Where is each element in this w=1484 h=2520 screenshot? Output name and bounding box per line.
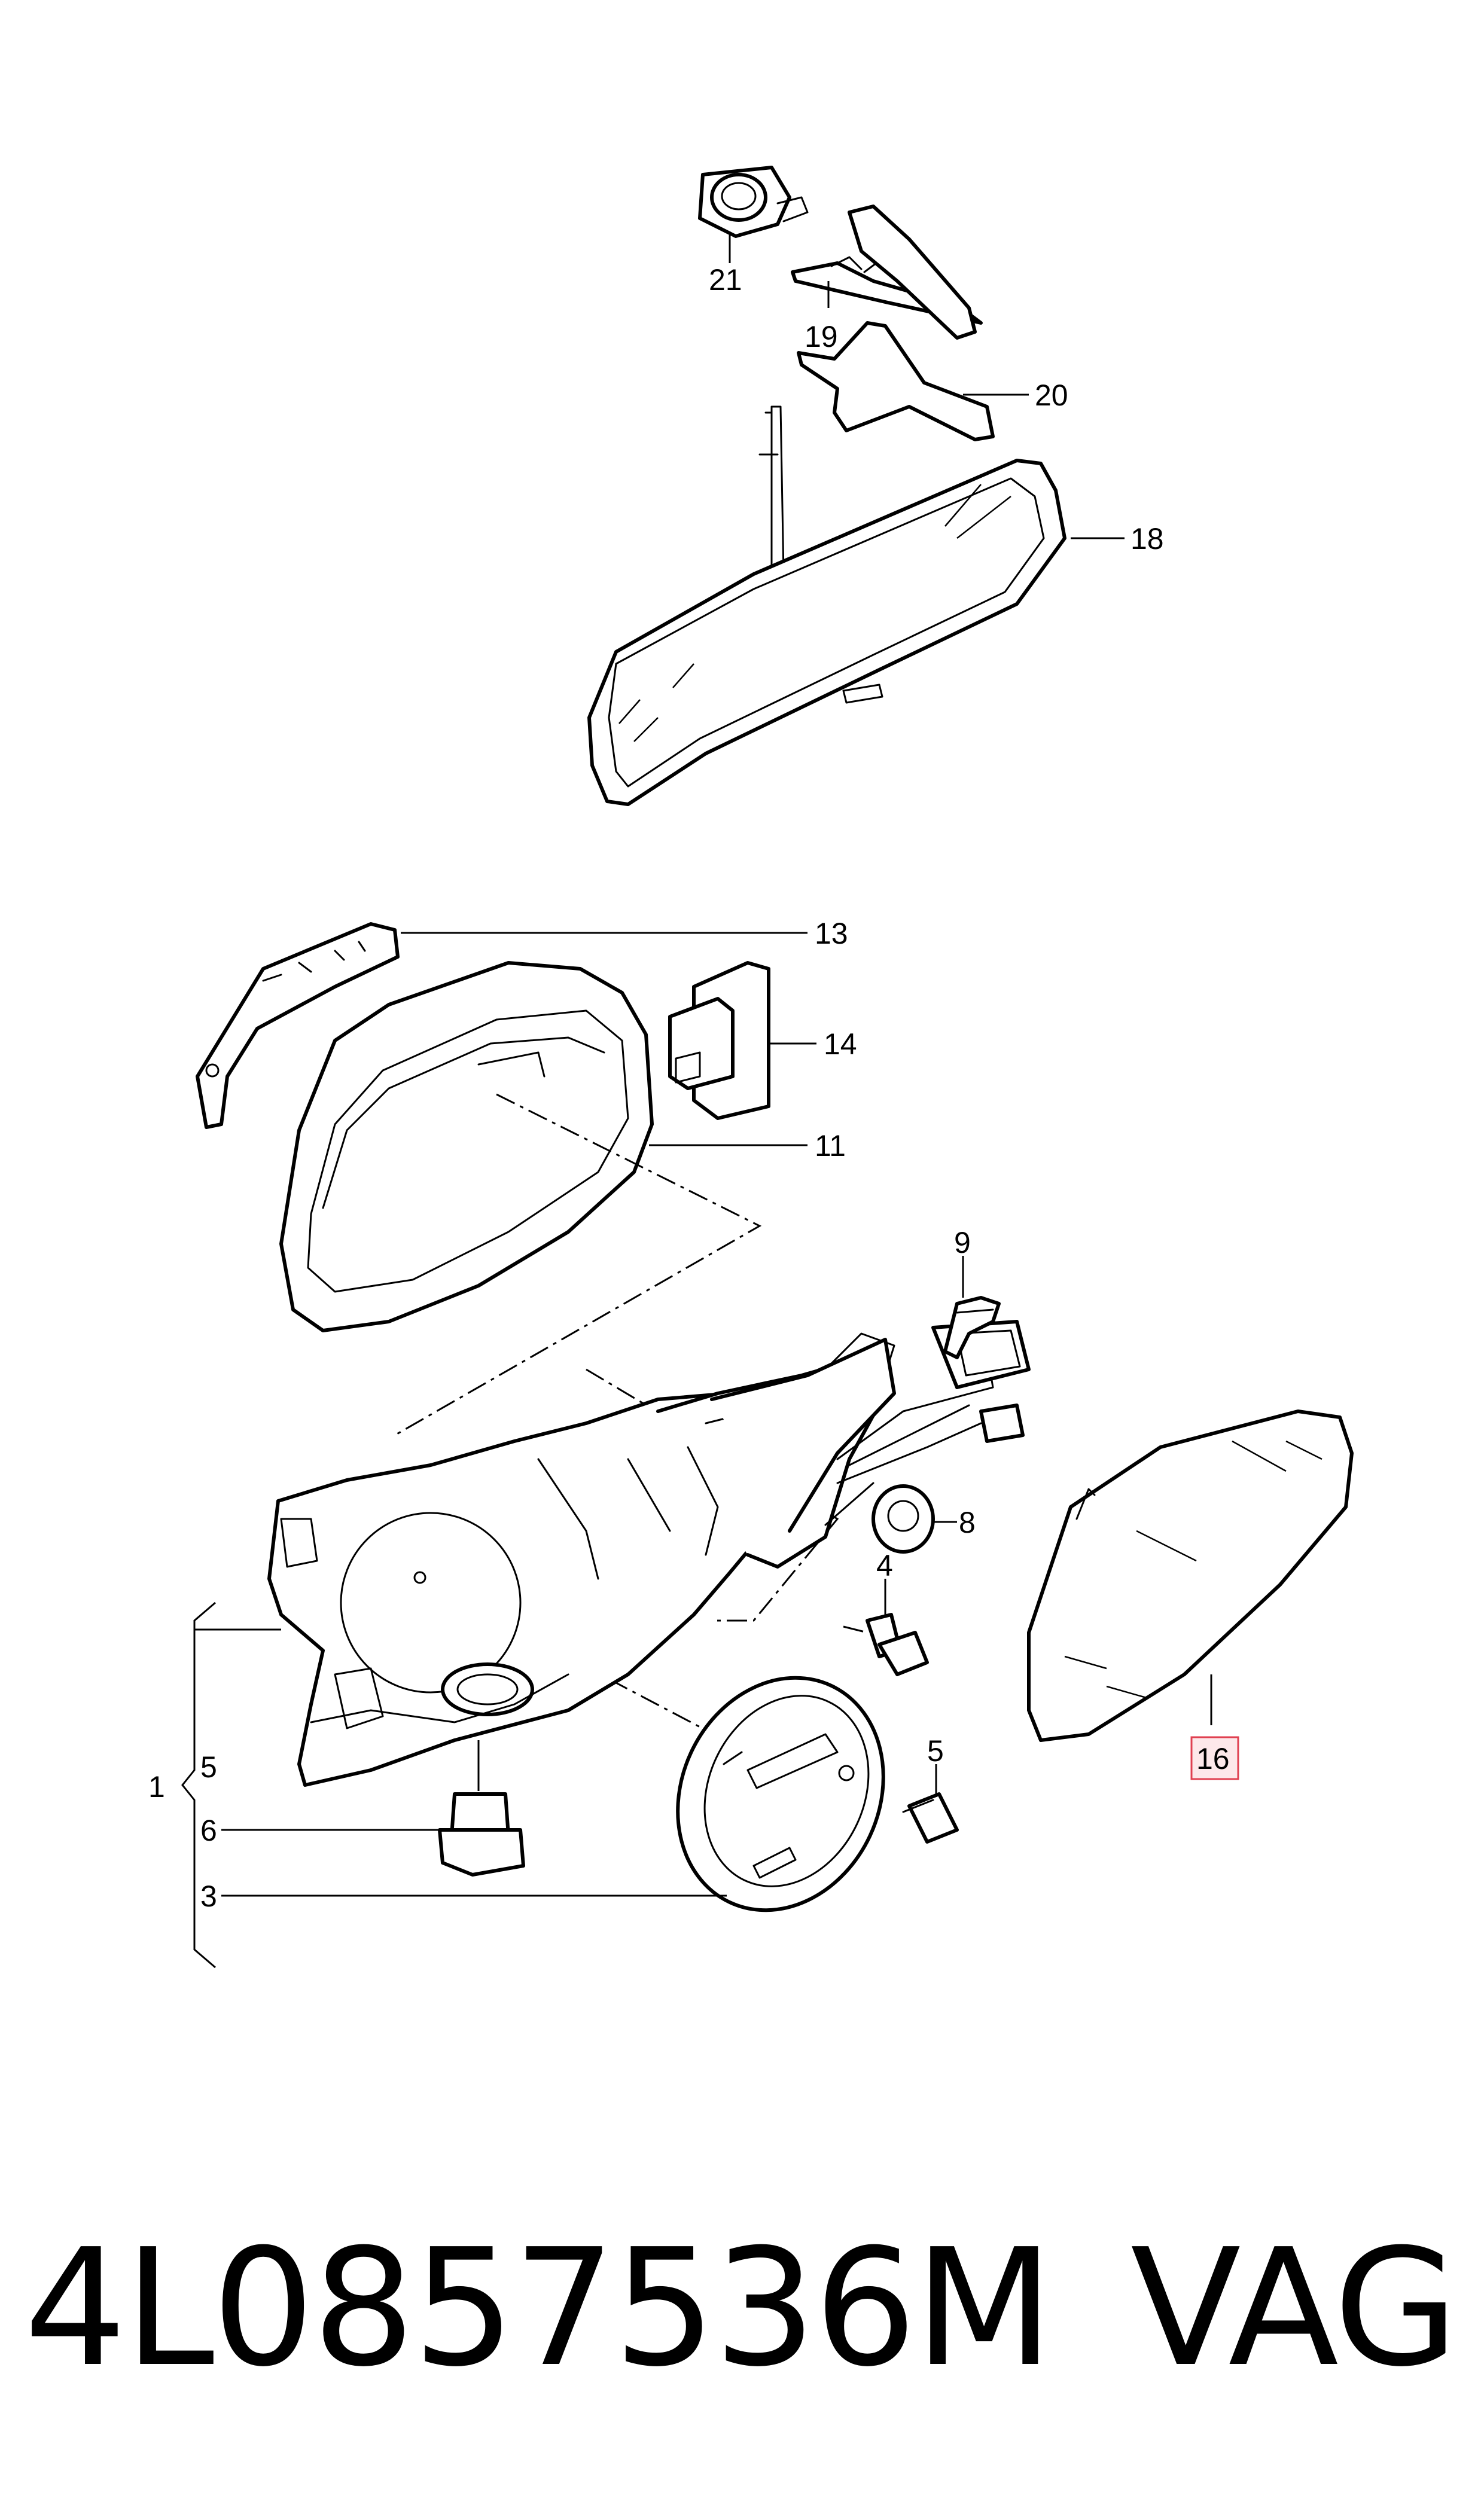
part-9-screw (943, 1256, 1001, 1359)
part-3-adjuster-disc (221, 1676, 885, 1912)
callout-5-upper: 5 (927, 1734, 944, 1768)
callout-3: 3 (200, 1880, 217, 1913)
callout-labels: 21 19 20 18 13 14 11 9 8 4 5 1 5 6 3 16 (148, 263, 1239, 1913)
callout-18: 18 (1130, 522, 1164, 556)
callout-11: 11 (815, 1129, 846, 1163)
callout-13: 13 (815, 917, 848, 950)
callout-5: 5 (200, 1750, 217, 1784)
callout-20: 20 (1035, 379, 1068, 412)
part-14-module (668, 961, 816, 1120)
callout-6: 6 (200, 1814, 217, 1847)
part-6-clip (221, 1740, 525, 1877)
part-16-mirror-glass (1027, 1410, 1354, 1742)
callout-4: 4 (876, 1549, 893, 1582)
part-20-holder (797, 205, 1029, 441)
part-18-rearview-mirror (587, 405, 1125, 806)
callout-21: 21 (709, 263, 742, 297)
part-number-label: 4L0857536M (24, 2214, 1054, 2402)
brand-label: VAG (1130, 2214, 1459, 2402)
part-13-trim-strip (196, 922, 807, 1129)
part-21-rain-sensor (698, 166, 809, 263)
callout-19: 19 (805, 320, 838, 353)
part-11-housing-cap (279, 961, 807, 1332)
callout-16: 16 (1196, 1742, 1230, 1775)
callout-14: 14 (824, 1027, 857, 1061)
callout-8: 8 (959, 1506, 976, 1539)
part-5-screw (902, 1764, 959, 1844)
group-bracket (181, 1601, 254, 1969)
callout-1: 1 (148, 1770, 165, 1804)
part-8-grommet (871, 1484, 957, 1554)
part-4-screw (866, 1579, 929, 1676)
callout-16-highlight (1190, 1736, 1239, 1780)
callout-9: 9 (954, 1226, 971, 1259)
